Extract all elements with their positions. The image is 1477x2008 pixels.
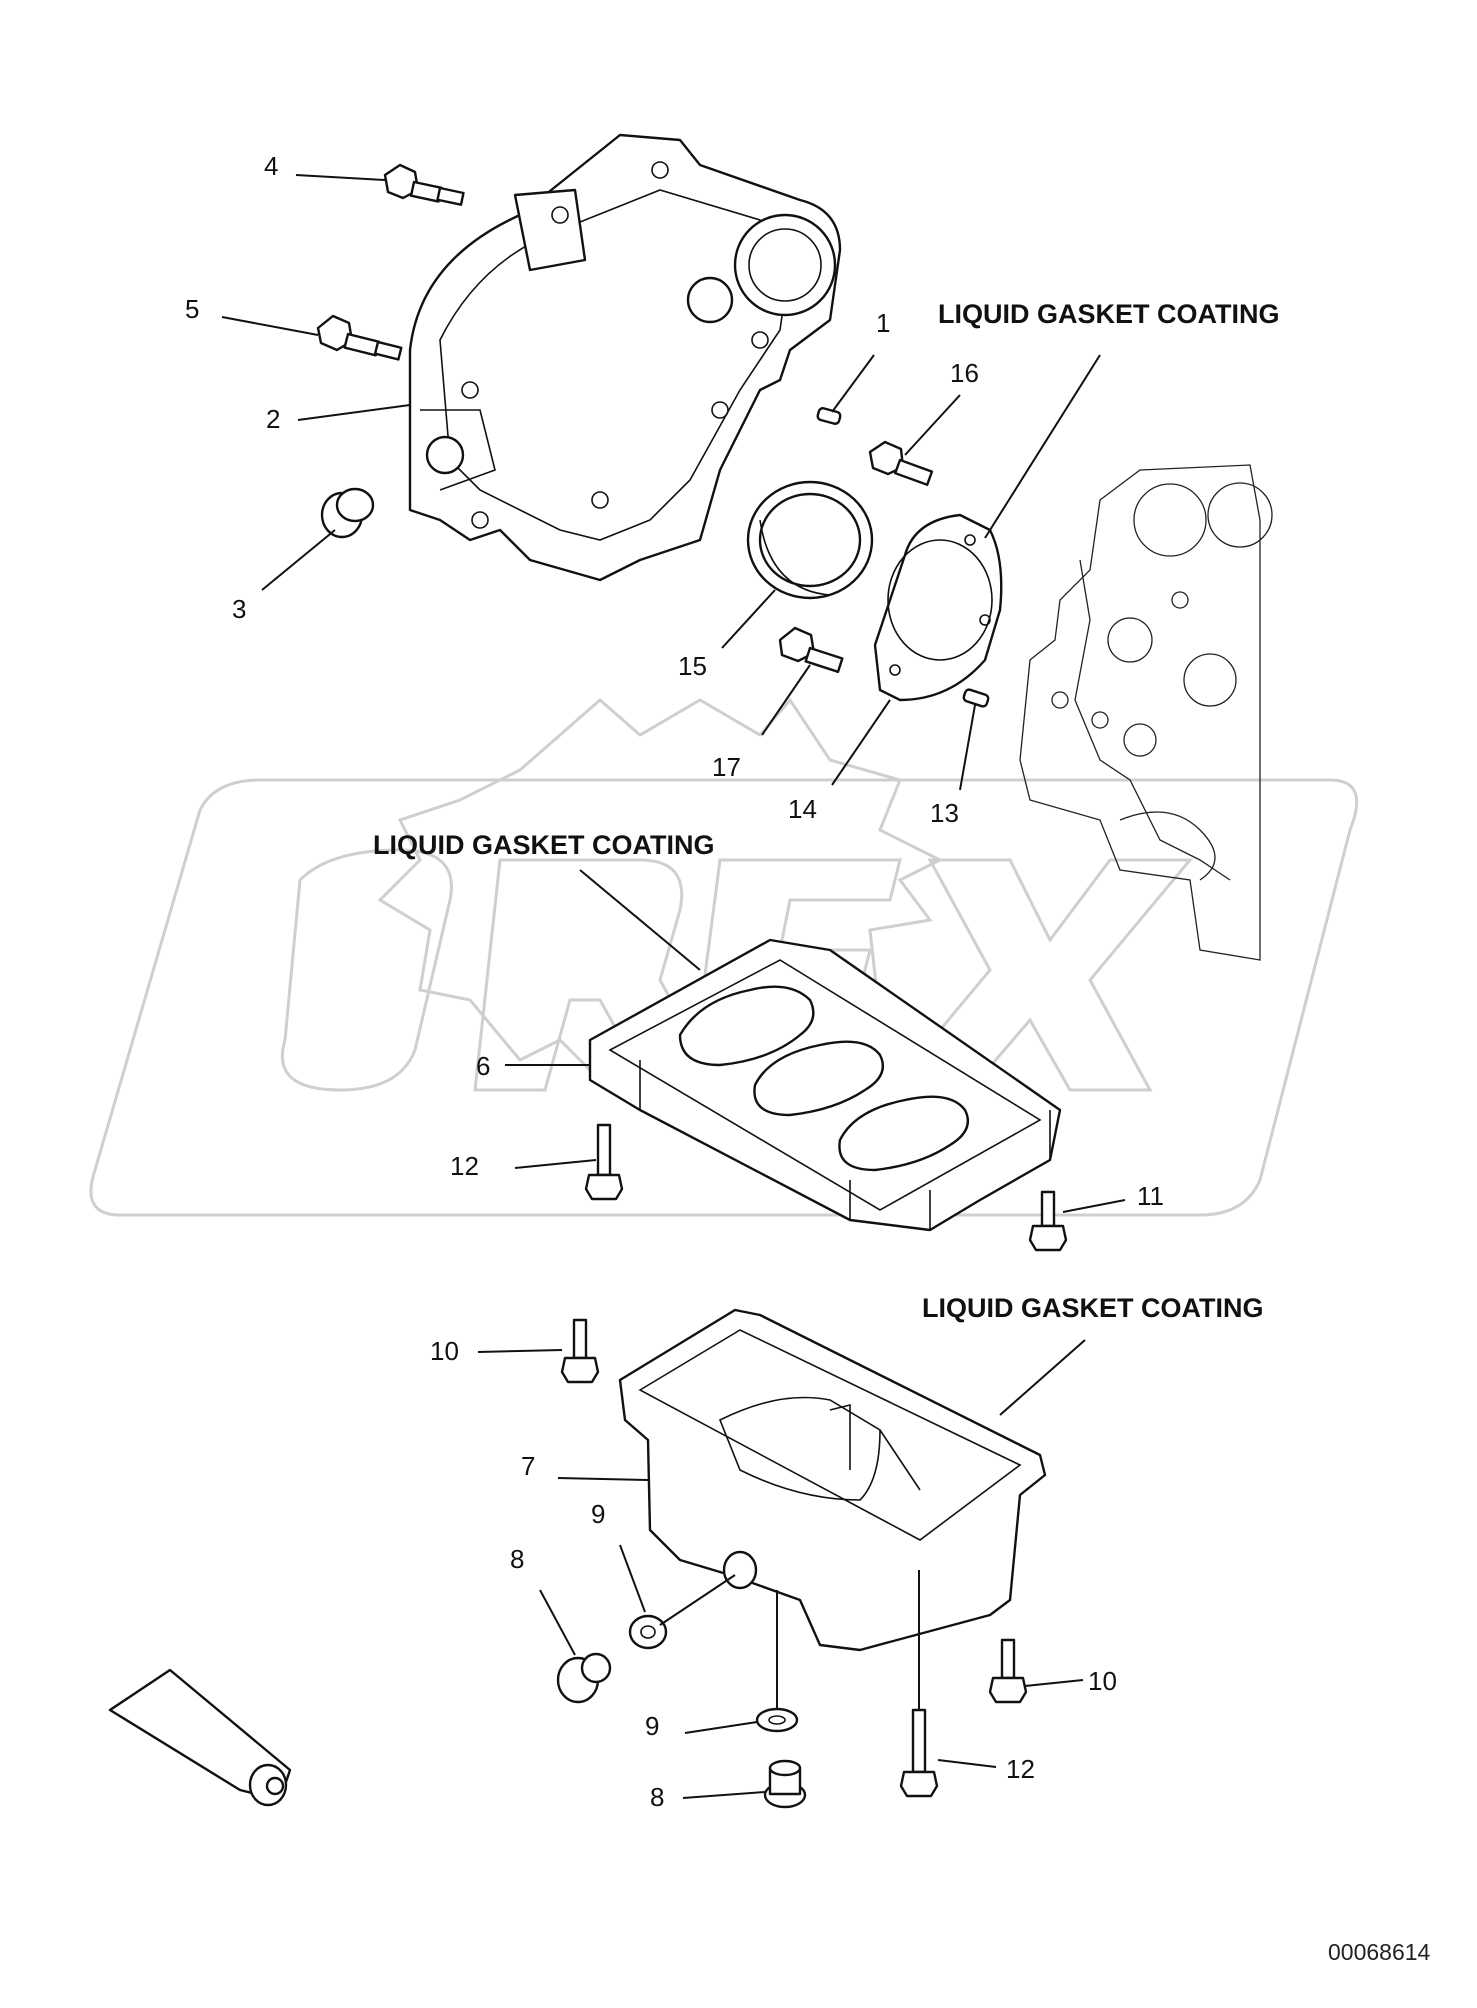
drain-plug-8a (556, 1652, 612, 1704)
callout-11: 11 (1137, 1181, 1164, 1211)
bolt-17 (778, 626, 844, 674)
callout-9b: 9 (645, 1711, 659, 1741)
bolt-11 (1028, 1190, 1068, 1252)
dowel-pin-13 (962, 688, 990, 708)
engine-block-outline (1019, 464, 1273, 961)
liquid-gasket-tube (108, 1668, 292, 1807)
flywheel-housing (408, 133, 842, 582)
washer-9b (755, 1707, 799, 1733)
callout-15: 15 (678, 651, 707, 681)
bolt-10a (560, 1318, 600, 1384)
washer-9a (628, 1614, 668, 1650)
oil-seal-retainer-14 (873, 513, 1003, 702)
callout-labels: 1 2 3 4 5 6 7 8 8 9 9 10 10 11 12 12 13 … (185, 151, 1164, 1812)
callout-12a: 12 (450, 1151, 479, 1181)
note-liquid-gasket-bottom: LIQUID GASKET COATING (922, 1293, 1264, 1323)
callout-9a: 9 (591, 1499, 605, 1529)
callout-4: 4 (264, 151, 278, 181)
callout-1: 1 (876, 308, 890, 338)
callout-3: 3 (232, 594, 246, 624)
callout-8a: 8 (510, 1544, 524, 1574)
callout-10a: 10 (430, 1336, 459, 1366)
oil-pan-upper-6 (588, 938, 1062, 1232)
callout-7: 7 (521, 1451, 535, 1481)
callout-12b: 12 (1006, 1754, 1035, 1784)
oil-seal-15 (746, 480, 874, 600)
bolt-12a (584, 1123, 624, 1201)
callout-13: 13 (930, 798, 959, 828)
document-number: 00068614 (1328, 1939, 1431, 1965)
plug-3 (320, 487, 375, 539)
callout-10b: 10 (1088, 1666, 1117, 1696)
callout-16: 16 (950, 358, 979, 388)
callout-6: 6 (476, 1051, 490, 1081)
note-liquid-gasket-top: LIQUID GASKET COATING (938, 299, 1280, 329)
bolt-10b (988, 1638, 1028, 1704)
leader-lines (221, 174, 1126, 1799)
callout-2: 2 (266, 404, 280, 434)
note-liquid-gasket-mid: LIQUID GASKET COATING (373, 830, 715, 860)
callout-14: 14 (788, 794, 817, 824)
bolt-16 (868, 440, 934, 486)
drain-plug-8b (763, 1759, 807, 1809)
dowel-pin-1 (816, 407, 842, 425)
bolt-12b (899, 1708, 939, 1798)
bolt-4 (383, 163, 465, 206)
gasket-notes: LIQUID GASKET COATING LIQUID GASKET COAT… (373, 299, 1280, 1323)
callout-17: 17 (712, 752, 741, 782)
callout-5: 5 (185, 294, 199, 324)
oil-pan-7 (618, 1308, 1047, 1652)
bolt-5 (316, 314, 403, 361)
callout-8b: 8 (650, 1782, 664, 1812)
